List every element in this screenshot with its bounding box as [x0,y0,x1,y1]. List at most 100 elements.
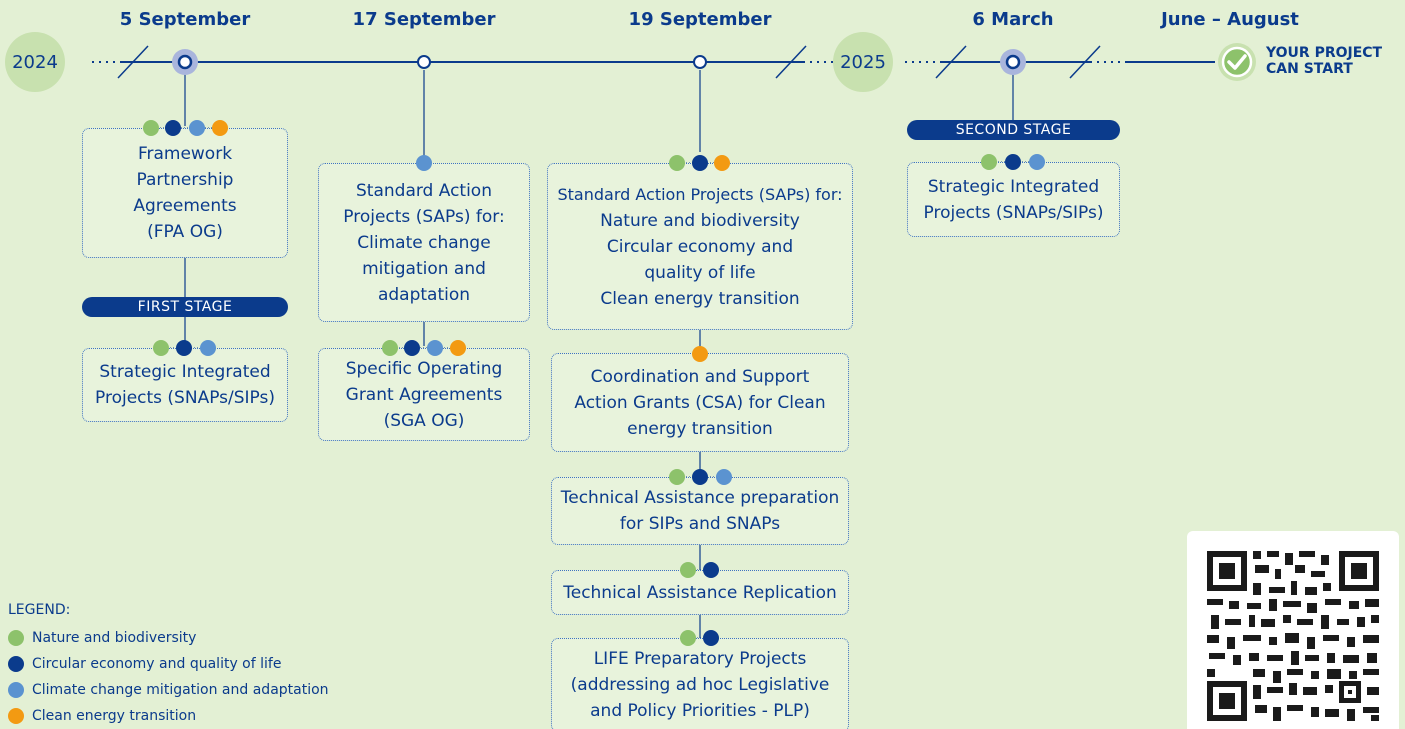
project-start-line2: CAN START [1266,61,1353,77]
sga-line: (SGA OG) [383,410,465,431]
sap-climate-line: adaptation [377,284,471,305]
checkmark-circle-icon [1221,46,1253,78]
legend-item-nature: Nature and biodiversity [8,630,196,646]
dot-nature [680,562,696,578]
legend-title: LEGEND: [8,602,71,618]
ta-prep-line: for SIPs and SNAPs [619,514,781,534]
dot-climate [189,120,205,136]
sap-climate-line: mitigation and [362,258,486,279]
sap-climate-line: Standard Action [356,180,492,201]
csa-line: Action Grants (CSA) for Clean [574,392,826,413]
fpa-line: Agreements [133,196,237,216]
fpa-line: (FPA OG) [147,222,223,242]
first-stage-badge: FIRST STAGE [82,297,288,317]
csa-line: Coordination and Support [590,366,810,387]
fpa-line: Framework [137,144,233,164]
dot-energy [714,155,730,171]
project-start-label: YOUR PROJECT CAN START [1266,45,1382,77]
legend-label-climate: Climate change mitigation and adaptation [32,682,329,698]
legend-label-energy: Clean energy transition [32,708,197,724]
dot-circular [692,469,708,485]
break-mark-2 [775,45,807,79]
date-june-august: June – August [1161,9,1299,30]
dot-nature [669,155,685,171]
qr-code-icon [1207,551,1379,721]
dot-circular [1005,154,1021,170]
legend-item-energy: Clean energy transition [8,708,196,724]
break-mark-3 [935,45,967,79]
date-5-september: 5 September [119,9,251,30]
dot-nature [981,154,997,170]
dot-climate [200,340,216,356]
legend-dot-climate [8,682,24,698]
second-stage-badge: SECOND STAGE [907,120,1120,140]
sap-nature-line: quality of life [644,262,756,283]
sip2-box: Strategic Integrated Projects (SNAPs/SIP… [907,162,1120,237]
sip2-line: Strategic Integrated [927,176,1100,197]
sap-nature-line: Clean energy transition [600,288,800,309]
qr-code-panel[interactable] [1187,531,1399,729]
dot-circular [176,340,192,356]
legend-item-climate: Climate change mitigation and adaptation [8,682,329,698]
dot-energy [450,340,466,356]
fpa-box: Framework Partnership Agreements (FPA OG… [82,128,288,258]
date-6-march: 6 March [972,9,1054,30]
legend-label-nature: Nature and biodiversity [32,630,197,646]
sap-climate-box: Standard Action Projects (SAPs) for: Cli… [318,163,530,322]
ta-prep-box: Technical Assistance preparation for SIP… [551,477,849,545]
dot-circular [165,120,181,136]
life-prep-line: and Policy Priorities - PLP) [590,701,810,721]
project-start-line1: YOUR PROJECT [1266,45,1383,61]
dot-climate [716,469,732,485]
sip1-line: Strategic Integrated [99,362,271,382]
dot-nature [680,630,696,646]
sip2-line: Projects (SNAPs/SIPs) [923,202,1104,223]
dot-climate [416,155,432,171]
legend-dot-circular [8,656,24,672]
sip1-box: Strategic Integrated Projects (SNAPs/SIP… [82,348,288,422]
dot-circular [692,155,708,171]
legend-dot-energy [8,708,24,724]
date-17-september: 17 September [352,9,496,30]
ta-rep-box: Technical Assistance Replication [551,570,849,615]
dot-nature [143,120,159,136]
sap-climate-line: Climate change [357,232,491,253]
dot-circular [404,340,420,356]
year-2025: 2025 [833,32,893,92]
csa-box: Coordination and Support Action Grants (… [551,353,849,452]
break-mark-1 [117,45,149,79]
milestone-sep19 [693,55,707,69]
dot-climate [427,340,443,356]
life-prep-box: LIFE Preparatory Projects (addressing ad… [551,638,849,729]
dot-energy [212,120,228,136]
milestone-mar6 [1005,54,1021,70]
csa-line: energy transition [627,418,773,439]
life-prep-line: LIFE Preparatory Projects [593,649,807,669]
sap-climate-line: Projects (SAPs) for: [343,206,505,227]
break-mark-4 [1069,45,1101,79]
legend-item-circular: Circular economy and quality of life [8,656,281,672]
legend-label-circular: Circular economy and quality of life [32,656,282,672]
ta-rep-line: Technical Assistance Replication [563,582,837,603]
dot-climate [1029,154,1045,170]
milestone-sep17 [417,55,431,69]
checkmark-icon [1227,54,1247,70]
sga-line: Specific Operating [345,358,503,379]
dot-energy [692,346,708,362]
dot-nature [669,469,685,485]
ta-prep-line: Technical Assistance preparation [560,488,840,508]
sga-box: Specific Operating Grant Agreements (SGA… [318,348,530,441]
legend-dot-nature [8,630,24,646]
sap-nature-line: Nature and biodiversity [600,210,800,231]
year-2024: 2024 [5,32,65,92]
sga-line: Grant Agreements [345,384,503,405]
milestone-sep5 [177,54,193,70]
dot-circular [703,630,719,646]
dot-nature [153,340,169,356]
dot-circular [703,562,719,578]
dot-nature [382,340,398,356]
date-19-september: 19 September [628,9,772,30]
life-prep-line: (addressing ad hoc Legislative [570,675,830,695]
sap-nature-line: Standard Action Projects (SAPs) for: [557,184,843,204]
